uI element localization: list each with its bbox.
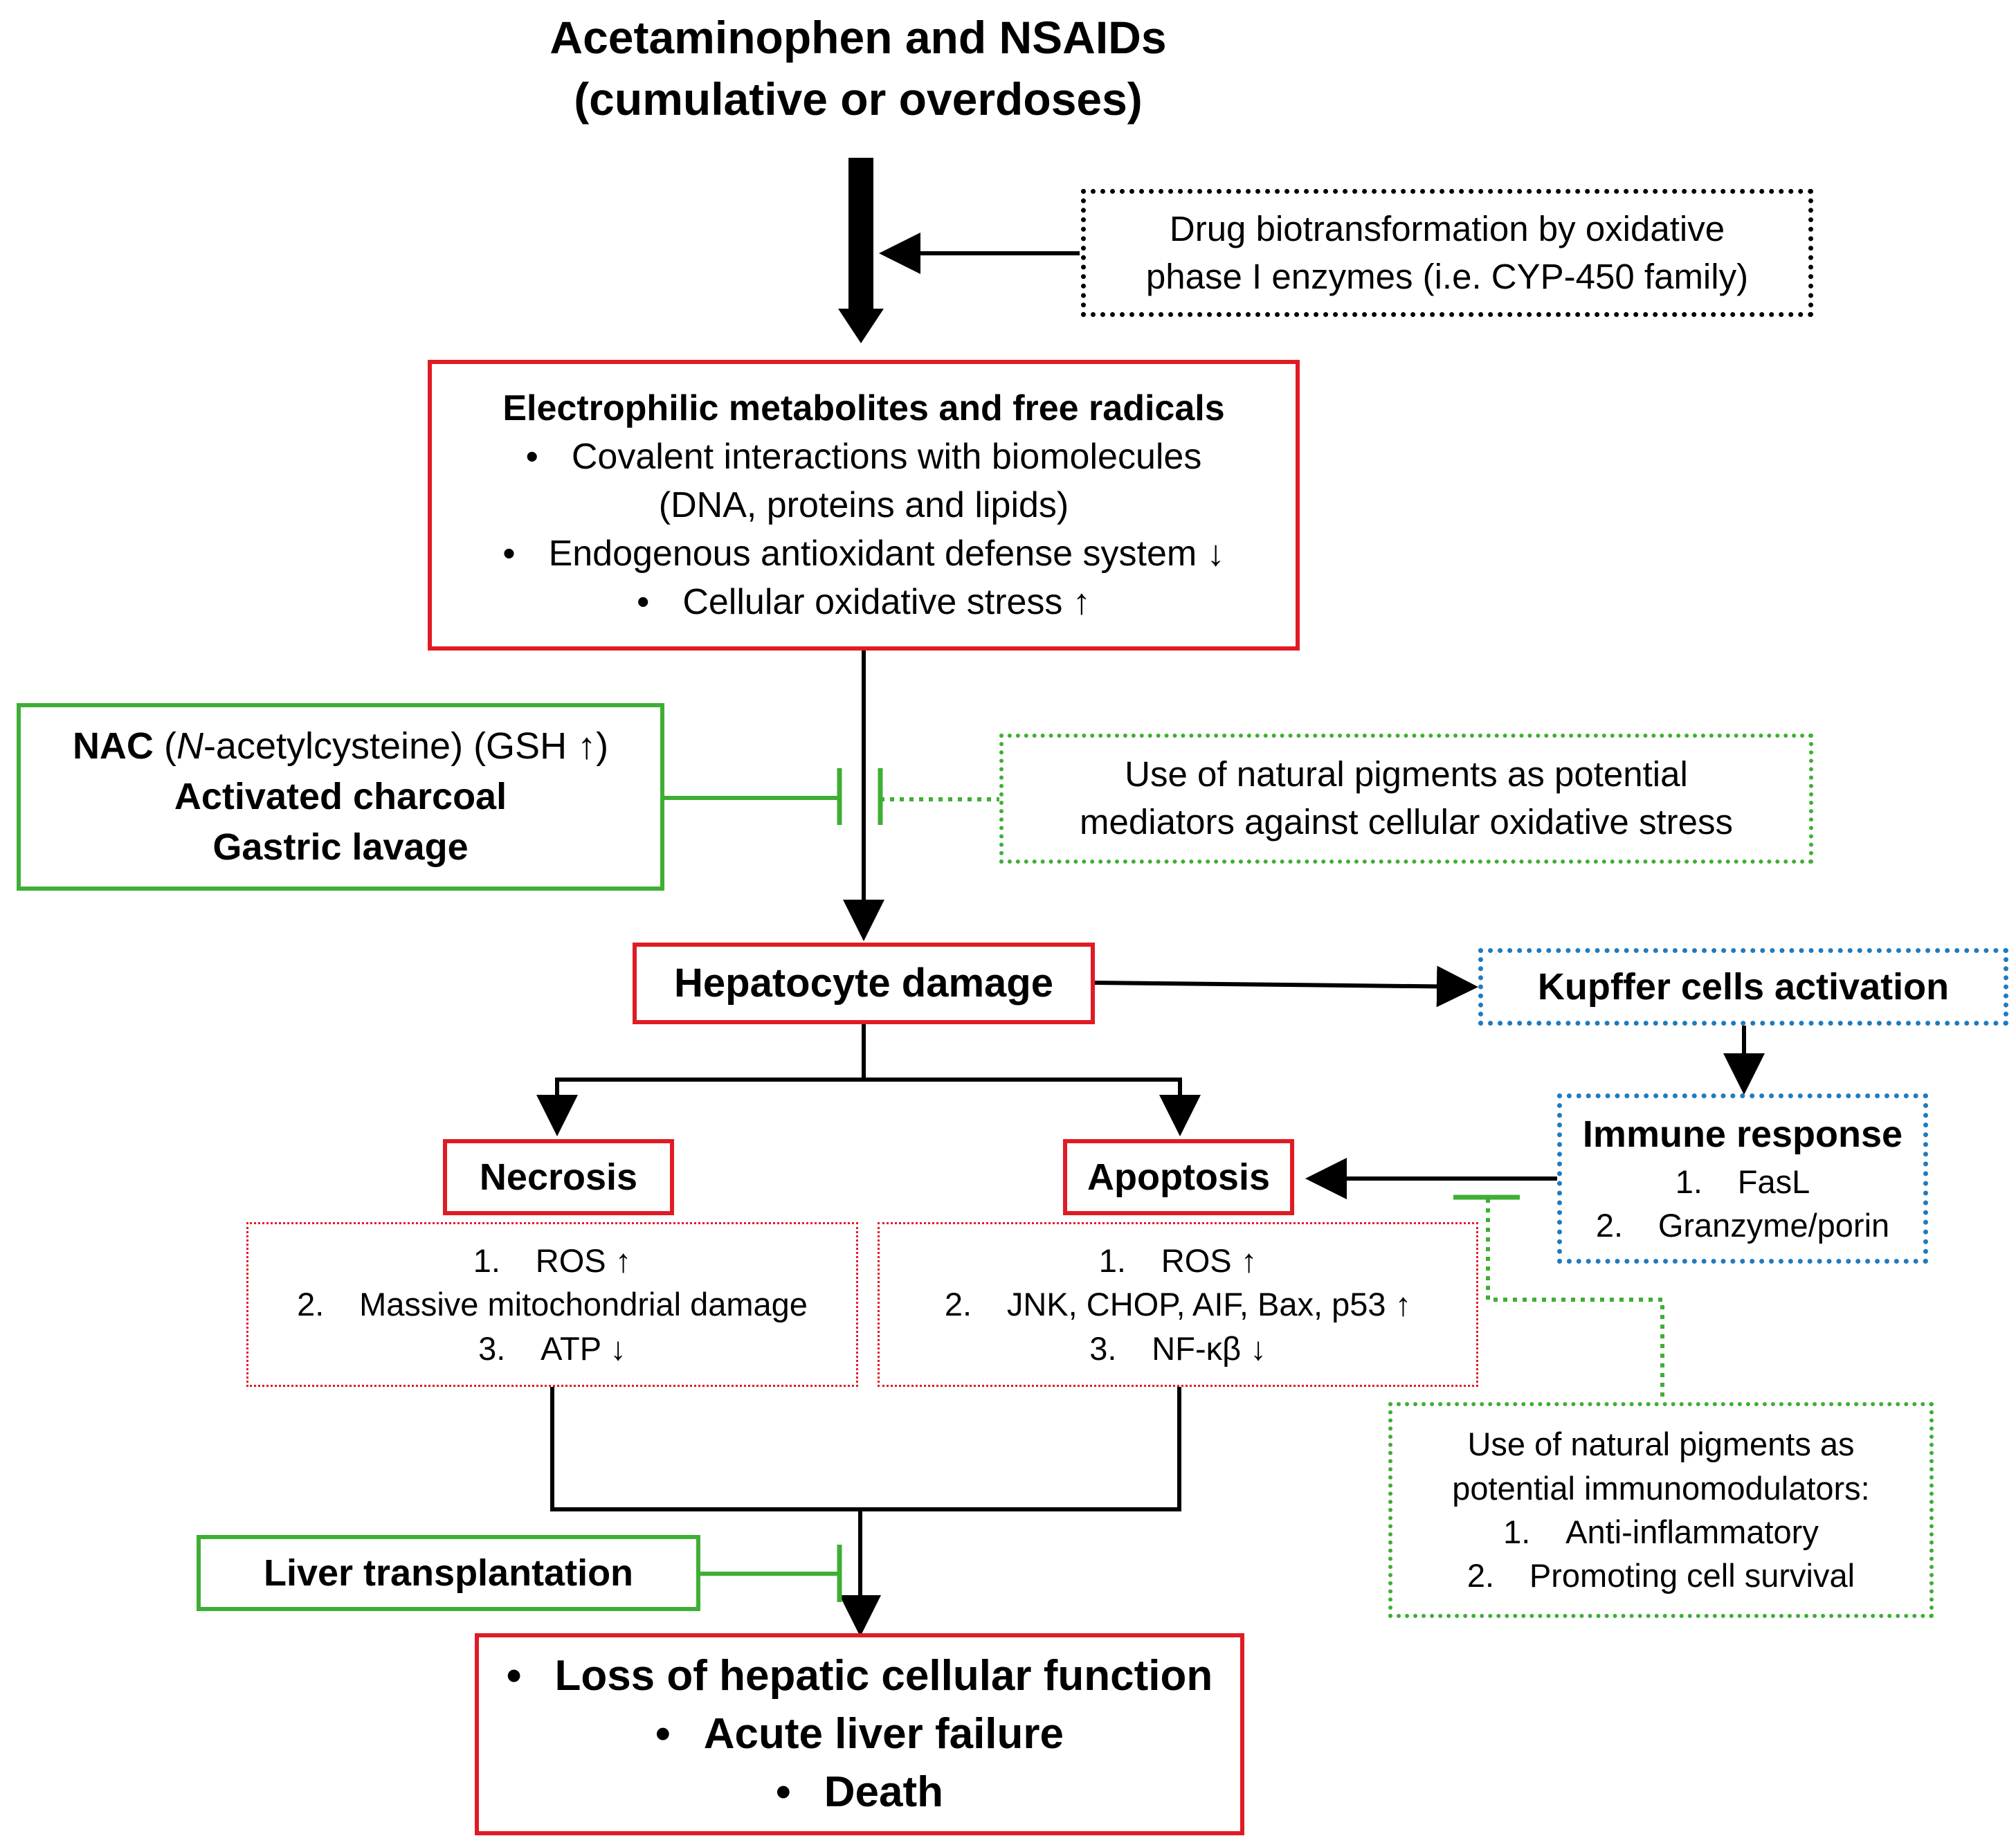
nac-treatment-box: NAC (N-acetylcysteine) (GSH ↑) Activated… <box>17 703 664 891</box>
electrophilic-heading: Electrophilic metabolites and free radic… <box>502 388 1225 428</box>
pigments-oxidative-line-1: Use of natural pigments as potential <box>1125 754 1688 794</box>
pigments-immuno-item-1-num: 1. <box>1503 1514 1531 1550</box>
apoptosis-item-2-text: JNK, CHOP, AIF, Bax, p53 ↑ <box>1006 1286 1412 1323</box>
necrosis-item-2-text: Massive mitochondrial damage <box>359 1286 808 1323</box>
pigments-immuno-item-2-num: 2. <box>1466 1557 1495 1594</box>
nac-n-italic: N <box>176 725 203 767</box>
necrosis-item-1-num: 1. <box>473 1242 500 1279</box>
immune-item-1-text: FasL <box>1737 1163 1810 1200</box>
biotransformation-line-2: phase I enzymes (i.e. CYP-450 family) <box>1145 256 1749 296</box>
kupffer-label: Kupffer cells activation <box>1537 965 1950 1008</box>
necrosis-item-3-text: ATP ↓ <box>541 1329 626 1367</box>
main-arrow-shaft <box>848 158 873 310</box>
nac-line: NAC (N-acetylcysteine) (GSH ↑) <box>73 721 608 772</box>
electrophilic-box: Electrophilic metabolites and free radic… <box>428 360 1300 651</box>
main-arrow-head <box>838 309 884 343</box>
title-line-2: (cumulative or overdoses) <box>574 73 1143 125</box>
apoptosis-item-2: 2. JNK, CHOP, AIF, Bax, p53 ↑ <box>945 1282 1411 1326</box>
necrosis-item-2-num: 2. <box>297 1286 325 1323</box>
kupffer-box: Kupffer cells activation <box>1478 948 2008 1026</box>
apoptosis-item-1-text: ROS ↑ <box>1161 1242 1257 1279</box>
immune-item-2-num: 2. <box>1595 1207 1624 1244</box>
electrophilic-item-3: Cellular oxidative stress ↑ <box>637 578 1091 626</box>
apoptosis-label: Apoptosis <box>1087 1156 1270 1198</box>
pigments-oxidative-box: Use of natural pigments as potential med… <box>999 734 1813 864</box>
immune-item-1: 1. FasL <box>1676 1160 1810 1203</box>
nac-abbrev: NAC <box>72 725 154 767</box>
necrosis-label: Necrosis <box>479 1156 638 1198</box>
hepatocyte-damage-box: Hepatocyte damage <box>633 943 1095 1024</box>
necrosis-box: Necrosis <box>443 1139 674 1215</box>
biotransformation-line-1: Drug biotransformation by oxidative <box>1169 208 1725 248</box>
outcome-item-3: Death <box>776 1763 943 1821</box>
hepatocyte-label: Hepatocyte damage <box>674 960 1053 1006</box>
pigments-immuno-item-1: 1. Anti-inflammatory <box>1503 1510 1819 1554</box>
pigments-immuno-item-1-text: Anti-inflammatory <box>1565 1514 1819 1550</box>
apoptosis-item-1: 1. ROS ↑ <box>1099 1239 1257 1282</box>
diagram-title: Acetaminophen and NSAIDs (cumulative or … <box>388 7 1329 130</box>
immuno-inhibition-path <box>1486 1199 1664 1402</box>
electrophilic-item-1: Covalent interactions with biomolecules <box>526 433 1201 481</box>
pigments-immuno-item-2: 2. Promoting cell survival <box>1467 1554 1855 1597</box>
necrosis-item-1-text: ROS ↑ <box>535 1242 632 1279</box>
immune-item-2-text: Granzyme/porin <box>1658 1207 1890 1244</box>
immune-heading: Immune response <box>1582 1114 1903 1156</box>
immune-response-box: Immune response 1. FasL 2. Granzyme/porin <box>1557 1093 1928 1264</box>
outcome-box: Loss of hepatic cellular function Acute … <box>475 1633 1244 1835</box>
transplant-label: Liver transplantation <box>263 1552 634 1594</box>
pigments-immuno-item-2-text: Promoting cell survival <box>1529 1557 1855 1594</box>
lavage-line: Gastric lavage <box>212 826 469 868</box>
necrosis-item-2: 2. Massive mitochondrial damage <box>297 1282 808 1326</box>
necrosis-merge-line <box>550 1387 1181 1511</box>
necrosis-item-1: 1. ROS ↑ <box>473 1239 631 1282</box>
apoptosis-item-3: 3. NF-κβ ↓ <box>1089 1327 1266 1370</box>
outcome-item-1: Loss of hepatic cellular function <box>507 1647 1213 1705</box>
hepatocyte-to-kupffer-arrow <box>1094 965 1478 1008</box>
pigments-immuno-line-2: potential immunomodulators: <box>1452 1469 1870 1507</box>
necrosis-item-3-num: 3. <box>478 1329 506 1367</box>
electrophilic-item-1-cont: (DNA, proteins and lipids) <box>658 484 1069 525</box>
pigments-immuno-line-1: Use of natural pigments as <box>1467 1426 1855 1463</box>
electrophilic-item-2: Endogenous antioxidant defense system ↓ <box>502 529 1225 578</box>
apoptosis-details-box: 1. ROS ↑ 2. JNK, CHOP, AIF, Bax, p53 ↑ 3. N… <box>878 1222 1478 1387</box>
apoptosis-item-2-num: 2. <box>944 1286 972 1323</box>
immune-item-1-num: 1. <box>1675 1163 1702 1200</box>
necrosis-item-3: 3. ATP ↓ <box>478 1327 626 1370</box>
nac-rest: -acetylcysteine) (GSH ↑) <box>203 725 609 767</box>
immune-item-2: 2. Granzyme/porin <box>1596 1203 1889 1247</box>
nac-open: ( <box>153 725 176 767</box>
necrosis-details-box: 1. ROS ↑ 2. Massive mitochondrial damage 3… <box>246 1222 858 1387</box>
apoptosis-box: Apoptosis <box>1063 1139 1294 1215</box>
pigments-immuno-box: Use of natural pigments as potential imm… <box>1388 1402 1934 1618</box>
title-line-1: Acetaminophen and NSAIDs <box>550 12 1167 63</box>
charcoal-line: Activated charcoal <box>174 776 507 818</box>
biotransformation-box: Drug biotransformation by oxidative phas… <box>1081 189 1813 317</box>
apoptosis-item-3-num: 3. <box>1089 1329 1117 1367</box>
pigments-oxidative-line-2: mediators against cellular oxidative str… <box>1080 802 1733 842</box>
apoptosis-item-1-num: 1. <box>1098 1242 1126 1279</box>
liver-transplant-box: Liver transplantation <box>197 1535 700 1611</box>
apoptosis-item-3-text: NF-κβ ↓ <box>1152 1329 1266 1367</box>
outcome-item-2: Acute liver failure <box>655 1705 1064 1763</box>
